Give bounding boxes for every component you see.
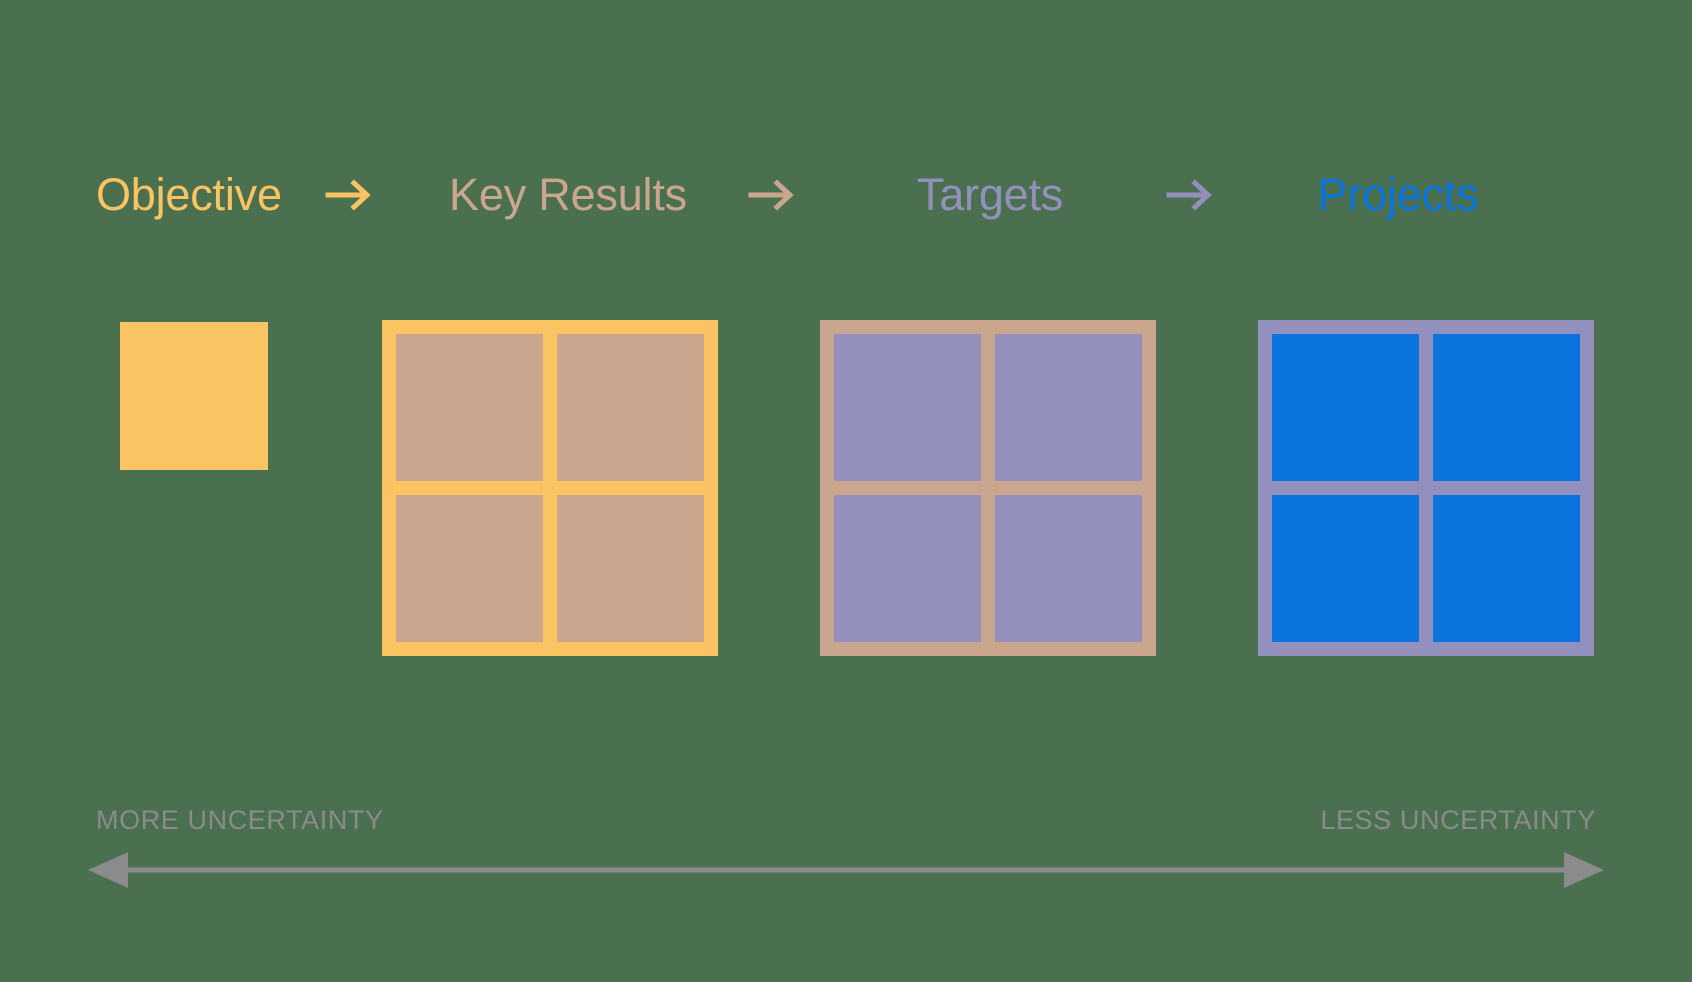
stage-shape-targets: [820, 320, 1156, 656]
stage-shape-key-results: [382, 320, 718, 656]
stage-shape-objective: [120, 322, 268, 470]
projects-cell: [1433, 495, 1580, 642]
stage-label-targets: Targets: [916, 169, 1064, 220]
key-results-cell: [396, 495, 543, 642]
arrow-key-results-to-targets-icon: [745, 170, 801, 220]
arrow-targets-to-projects-icon: [1163, 170, 1219, 220]
stage-shape-projects: [1258, 320, 1594, 656]
stage-label-key-results: Key Results: [449, 169, 687, 220]
projects-cell: [1272, 334, 1419, 481]
projects-cell: [1272, 495, 1419, 642]
uncertainty-scale: MORE UNCERTAINTY LESS UNCERTAINTY: [0, 800, 1692, 910]
targets-cell: [834, 334, 981, 481]
key-results-cell: [396, 334, 543, 481]
targets-cell: [834, 495, 981, 642]
projects-cell: [1433, 334, 1580, 481]
key-results-cell: [557, 334, 704, 481]
projects-grid: [1258, 320, 1594, 656]
arrow-objective-to-key-results-icon: [322, 170, 378, 220]
targets-grid: [820, 320, 1156, 656]
stage-label-projects: Projects: [1317, 169, 1479, 220]
key-results-cell: [557, 495, 704, 642]
uncertainty-label-less: LESS UNCERTAINTY: [1320, 804, 1596, 835]
targets-cell: [995, 495, 1142, 642]
stage-label-objective: Objective: [96, 169, 282, 220]
key-results-grid: [382, 320, 718, 656]
stage-header-row: Objective Key Results Targets Projects: [0, 160, 1692, 240]
uncertainty-double-arrow-icon: [88, 850, 1604, 890]
uncertainty-label-more: MORE UNCERTAINTY: [96, 804, 384, 835]
targets-cell: [995, 334, 1142, 481]
objective-square: [120, 322, 268, 470]
